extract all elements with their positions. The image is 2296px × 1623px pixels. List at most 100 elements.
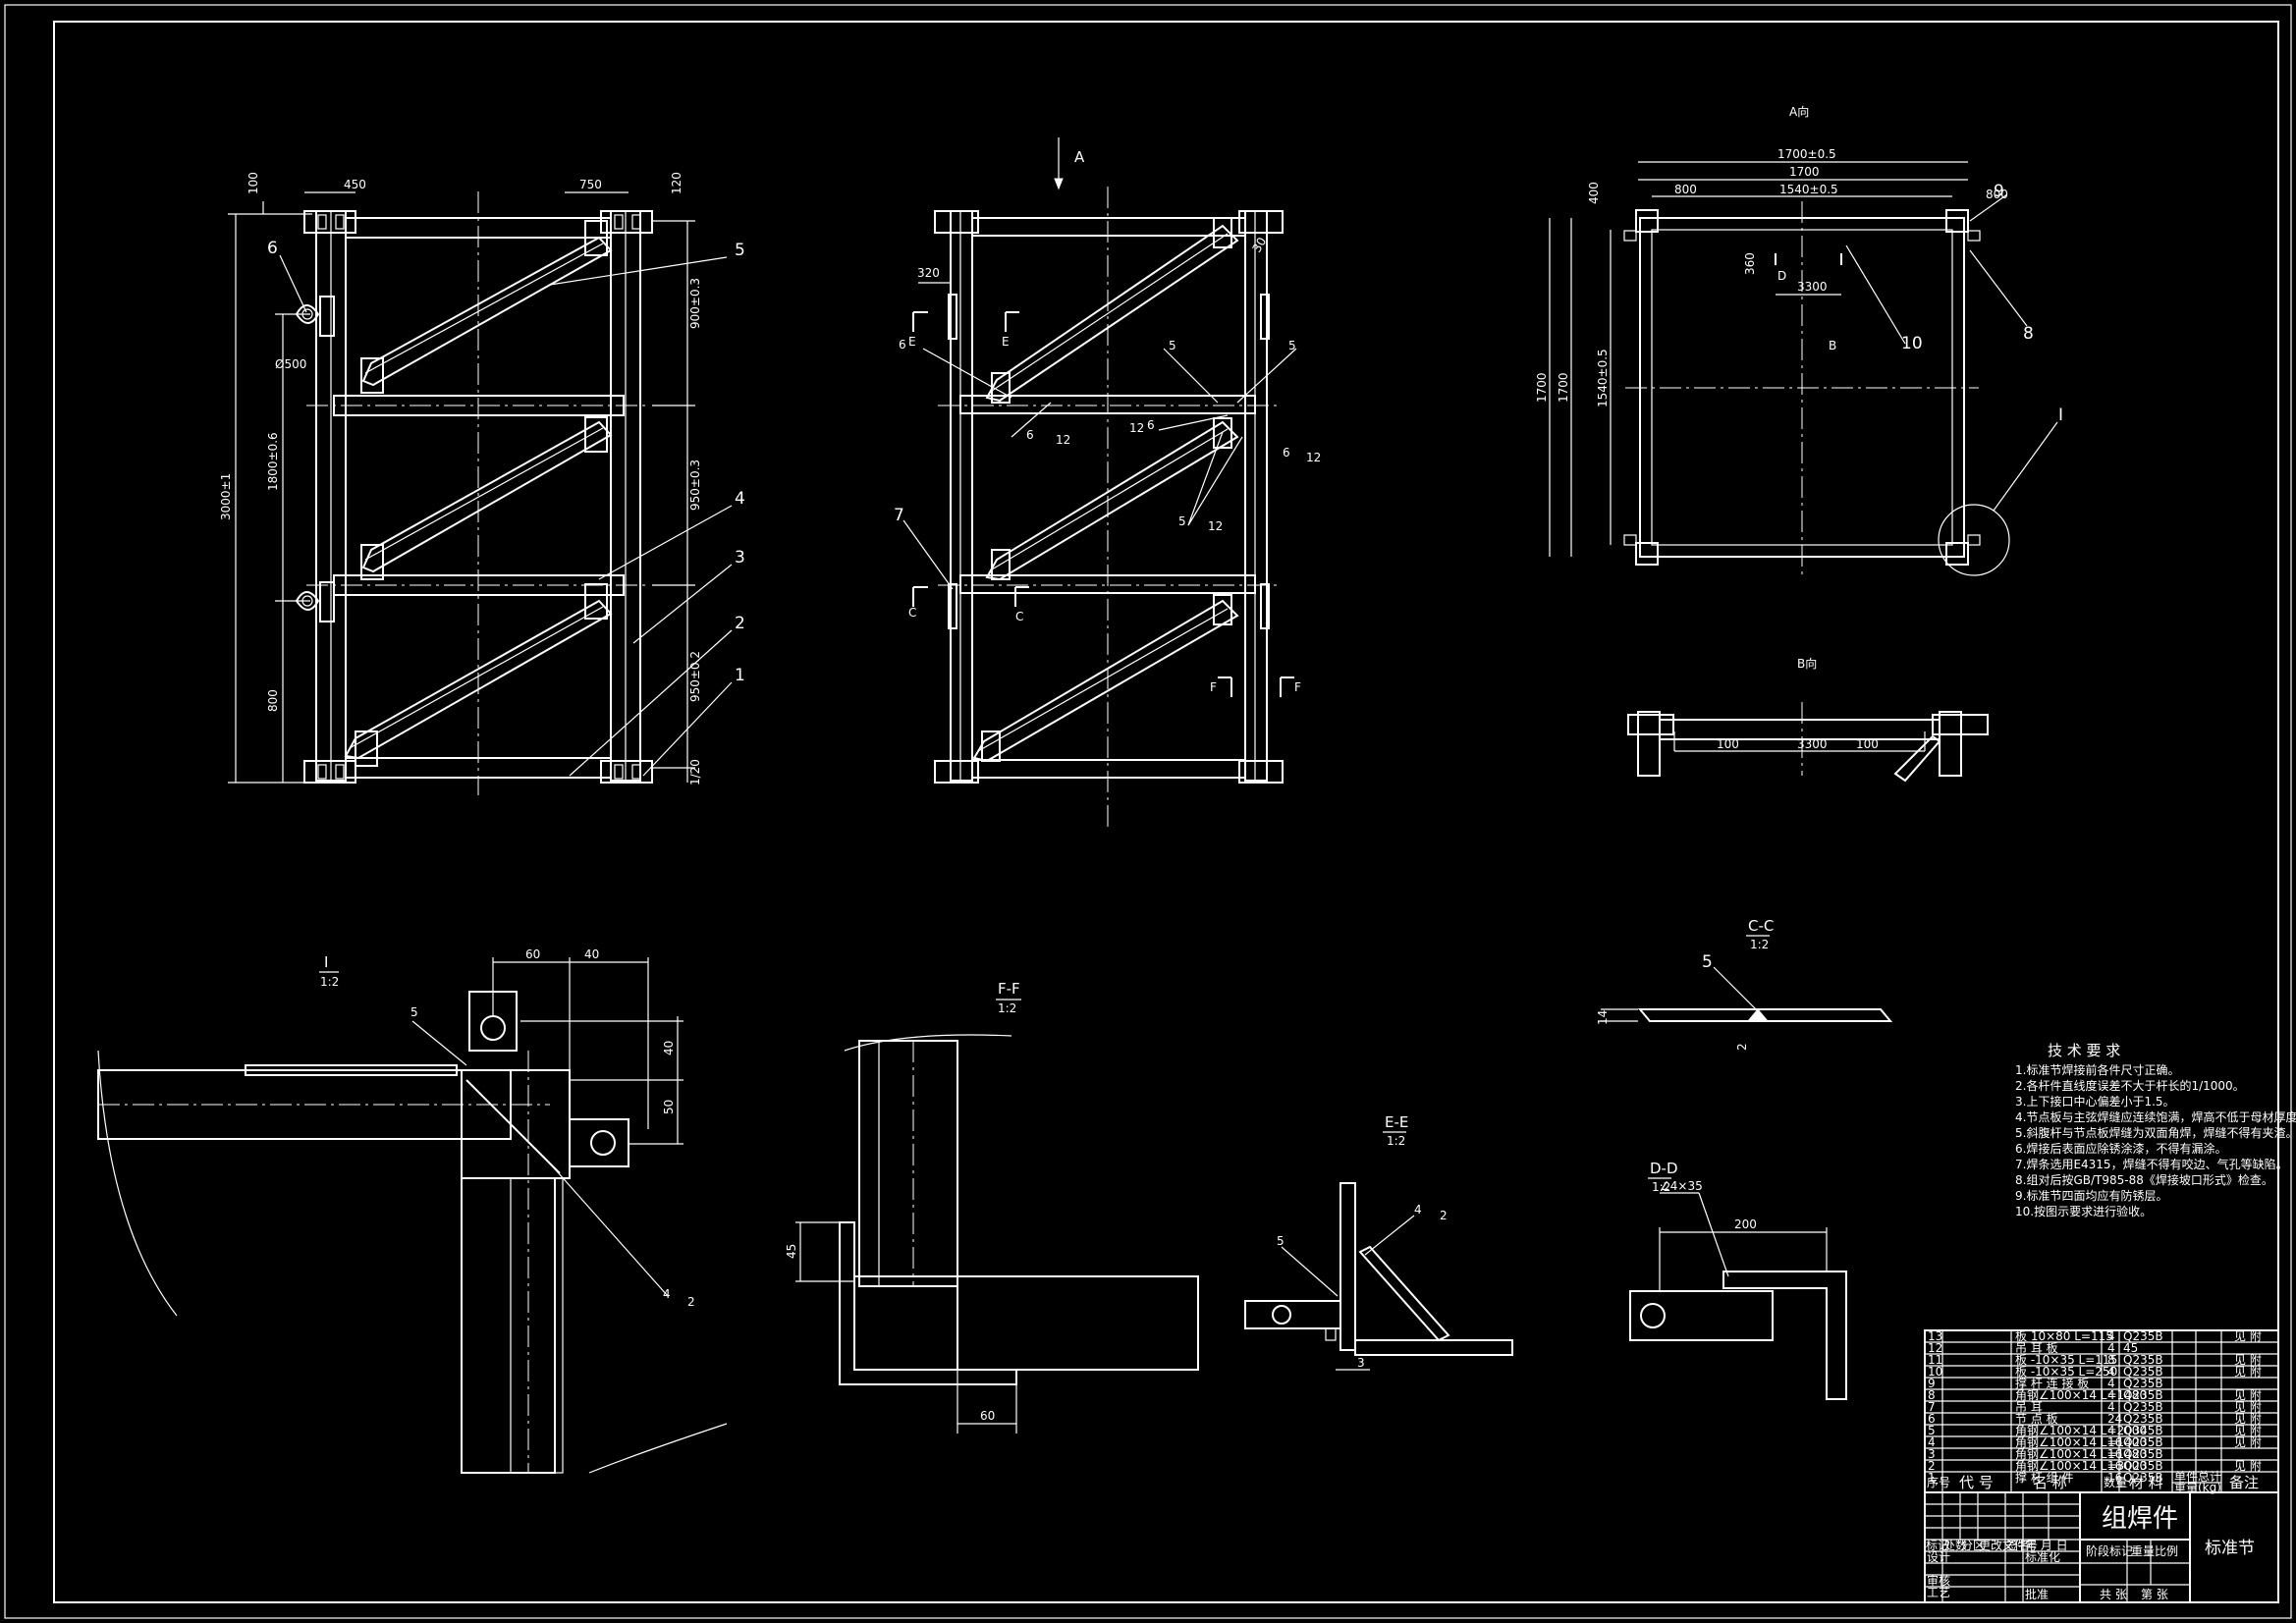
balloon-8: 8 [2023, 324, 2034, 344]
svg-text:Q235B: Q235B [2123, 1388, 2163, 1402]
dim-front-slope: 1/20 [688, 759, 702, 785]
dim-i-60: 60 [525, 947, 540, 961]
dim-ff-45: 45 [785, 1244, 798, 1259]
svg-text:7: 7 [1928, 1400, 1936, 1414]
bom-row-5: 5 角钢∠100×14 L=2000 4 Q345B 见 附 [1928, 1424, 2262, 1437]
tech-note-8: 8.组对后按GB/T985-88《焊接坡口形式》检查。 [2015, 1172, 2273, 1187]
dim-ee-3: 3 [1357, 1356, 1365, 1370]
svg-text:16: 16 [2107, 1459, 2122, 1473]
weight-label: 重量 [2131, 1544, 2155, 1558]
svg-text:4: 4 [2107, 1365, 2115, 1379]
svg-text:45: 45 [2123, 1341, 2138, 1355]
section-mark-f-left: F [1210, 680, 1217, 694]
svg-text:2: 2 [1928, 1459, 1936, 1473]
weld-dd-angle: ∠4×35 [1660, 1179, 1703, 1193]
std-label: 标准化 [2025, 1550, 2060, 1564]
svg-text:角钢∠100×14 L=1480: 角钢∠100×14 L=1480 [2015, 1388, 2147, 1402]
dim-front-450: 450 [344, 178, 366, 191]
balloon-detail-i: I [2058, 406, 2063, 425]
svg-text:3: 3 [1928, 1447, 1936, 1461]
svg-text:撑 杆 组 件: 撑 杆 组 件 [2015, 1470, 2073, 1485]
section-mark-e-left: E [908, 335, 916, 349]
svg-text:吊 耳: 吊 耳 [2015, 1400, 2043, 1414]
dim-ff-60: 60 [980, 1409, 995, 1423]
svg-text:4: 4 [2107, 1329, 2115, 1343]
balloon-10: 10 [1901, 334, 1923, 353]
svg-text:板 10×80 L=115: 板 10×80 L=115 [2015, 1329, 2113, 1343]
svg-text:材 料: 材 料 [2129, 1474, 2163, 1491]
svg-text:见 附: 见 附 [2234, 1365, 2262, 1379]
ff-label: F-F [998, 980, 1020, 998]
rev-label-mark: 标记 [1926, 1539, 1949, 1552]
tech-note-3: 3.上下接口中心偏差小于1.5。 [2015, 1094, 2175, 1109]
svg-text:16: 16 [2107, 1471, 2122, 1485]
balloon-4: 4 [735, 489, 745, 509]
sheet-no-label: 第 张 [2141, 1588, 2168, 1601]
dd-scale: 1:2 [1652, 1180, 1670, 1194]
dim-a-1540: 1540±0.5 [1779, 183, 1838, 196]
tech-note-1: 1.标准节焊接前各件尺寸正确。 [2015, 1062, 2179, 1077]
role-design: 设计 [1927, 1550, 1950, 1564]
svg-text:代 号: 代 号 [1959, 1474, 1994, 1491]
weld-i-2: 2 [687, 1295, 695, 1309]
bom-row-7: 7 吊 耳 4 Q235B 见 附 [1928, 1400, 2262, 1414]
svg-text:见 附: 见 附 [2234, 1412, 2262, 1426]
dim-front-750: 750 [579, 178, 602, 191]
dim-i-40a: 40 [584, 947, 599, 961]
dim-front-800: 800 [266, 689, 280, 712]
svg-text:备注: 备注 [2229, 1474, 2259, 1491]
weld-i-5: 5 [410, 1005, 418, 1019]
svg-text:1: 1 [1928, 1471, 1936, 1485]
rev-label-docno: 更改文件号 [1979, 1538, 2038, 1552]
dim-a-360: 360 [1743, 252, 1757, 275]
detail-i-label: I [324, 953, 328, 971]
role-process: 工艺 [1927, 1586, 1950, 1599]
svg-text:名 称: 名 称 [2033, 1474, 2067, 1491]
a-view: A向 1700±0.5 1700 1540±0.5 800 400 800 17… [1535, 104, 2063, 579]
weld-i-4: 4 [663, 1287, 671, 1301]
bom-row-4: 4 角钢∠100×14 L=1400 16 Q235B 见 附 [1928, 1435, 2262, 1449]
scale-label: 比例 [2155, 1544, 2178, 1558]
section-mark-c-left: C [908, 606, 916, 620]
section-mark-d: D [1777, 269, 1786, 283]
technical-requirements: 技 术 要 求 1.标准节焊接前各件尺寸正确。 2.各杆件直线度误差不大于杆长的… [2015, 1042, 2296, 1218]
svg-text:8: 8 [1928, 1388, 1936, 1402]
svg-text:Q235B: Q235B [2123, 1412, 2163, 1426]
section-dd: D-D 1:2 200 ∠4×35 [1629, 1160, 1847, 1400]
section-mark-b: B [1829, 339, 1836, 352]
weld-side-12c: 12 [1129, 421, 1144, 435]
weld-side-6d: 6 [1283, 446, 1290, 460]
svg-text:总计: 总计 [2198, 1470, 2221, 1484]
weld-ee-5: 5 [1277, 1234, 1285, 1248]
svg-text:撑 杆 连 接 板: 撑 杆 连 接 板 [2015, 1376, 2089, 1390]
title-block: 组焊件 标准节 标记 处数 分区 更改文件号 签名 年 月 日 设计 审核 工艺… [1925, 1492, 2255, 1602]
a-view-title: A向 [1789, 104, 1809, 119]
svg-text:Q235B: Q235B [2123, 1329, 2163, 1343]
svg-text:Q235B: Q235B [2123, 1471, 2163, 1485]
svg-text:见 附: 见 附 [2234, 1400, 2262, 1414]
svg-text:角钢∠100×14 L=2000: 角钢∠100×14 L=2000 [2015, 1424, 2147, 1437]
svg-text:单件: 单件 [2174, 1470, 2198, 1484]
bom-row-1: 1 撑 杆 组 件 16 Q235B [1928, 1470, 2163, 1485]
dim-side-30: 30 [1249, 235, 1269, 254]
weld-cc-5: 5 [1702, 952, 1713, 972]
balloon-9: 9 [1994, 182, 2004, 201]
balloon-2: 2 [735, 614, 745, 633]
dim-dd-200: 200 [1734, 1217, 1757, 1231]
section-ee: E-E 1:2 3 5 4 2 [1244, 1113, 1513, 1371]
bom-row-13: 13 板 10×80 L=115 4 Q235B 见 附 [1928, 1329, 2262, 1343]
rev-label-count: 处数 [1943, 1538, 1967, 1552]
dim-b-3300: 3300 [1797, 737, 1828, 751]
balloon-6: 6 [267, 239, 278, 258]
balloon-7: 7 [894, 506, 904, 525]
svg-text:节 点 板: 节 点 板 [2015, 1412, 2058, 1426]
dim-a-1700: 1700 [1789, 165, 1820, 179]
svg-text:Q235B: Q235B [2123, 1400, 2163, 1414]
tech-title: 技 术 要 求 [2048, 1042, 2120, 1059]
bom-row-3: 3 角钢∠100×14 L=1480 16 Q235B [1928, 1447, 2163, 1461]
dim-b-100b: 100 [1856, 737, 1879, 751]
balloon-1: 1 [735, 666, 745, 685]
svg-text:Q235B: Q235B [2123, 1353, 2163, 1367]
balloon-3: 3 [735, 548, 745, 568]
svg-text:见 附: 见 附 [2234, 1435, 2262, 1449]
